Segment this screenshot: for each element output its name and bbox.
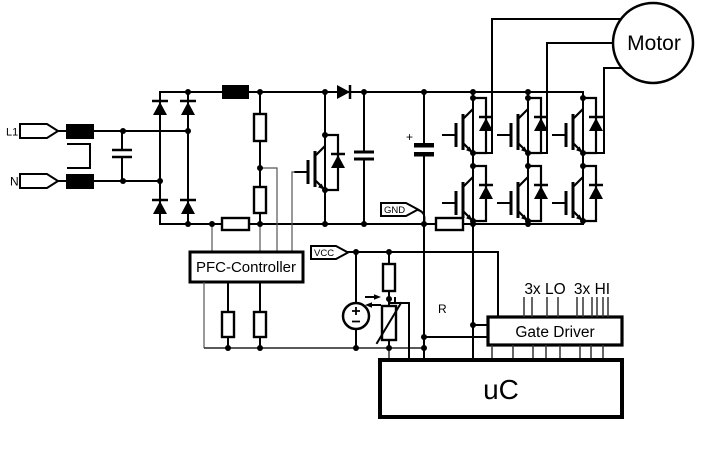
adjust-arrows-icon xyxy=(365,294,381,308)
pfc-boost-stage: + xyxy=(211,85,434,252)
bridge-rectifier xyxy=(150,91,198,225)
gate-driver-to-uc-pins xyxy=(491,345,604,360)
bridge-diode-icon xyxy=(150,99,170,117)
gate-driver: Gate Driver 3x LO 3x HI xyxy=(486,281,624,360)
r-label: R xyxy=(438,302,447,316)
pfc-controller-box xyxy=(188,250,305,284)
film-capacitor-icon xyxy=(354,91,374,225)
junction-dots xyxy=(120,89,531,351)
voltage-source-icon xyxy=(341,251,371,349)
gate-driver-box xyxy=(486,315,624,347)
divider-resistor-bottom-icon xyxy=(252,185,268,215)
uc-label: uC xyxy=(483,374,519,405)
pfc-controller-label: PFC-Controller xyxy=(196,259,296,276)
gnd-flag-icon xyxy=(380,202,421,217)
gnd-label: GND xyxy=(384,205,405,216)
lo-gates-label: 3x LO xyxy=(524,281,565,298)
l1-label: L1 xyxy=(6,127,18,139)
pfc-controller: PFC-Controller xyxy=(188,250,424,349)
igbt-low-3-icon xyxy=(551,161,605,226)
gate-driver-top-pins xyxy=(523,297,609,317)
n-label: N xyxy=(10,175,19,189)
motor: Motor xyxy=(611,1,695,85)
igbt-high-2-icon xyxy=(496,93,550,158)
electrolytic-plus-label: + xyxy=(406,130,413,144)
igbt-low-1-icon xyxy=(441,161,495,226)
pfc-resistor-left-icon xyxy=(220,310,236,339)
vcc-flag-icon xyxy=(310,245,351,260)
inverter-bridge xyxy=(434,91,605,232)
bridge-diode-icon xyxy=(178,198,198,216)
signal-distribution xyxy=(388,223,489,361)
motor-shunt-resistor-icon xyxy=(434,216,465,232)
emi-choke-top-icon xyxy=(66,124,94,139)
vcc-bias-network: VCC R xyxy=(310,245,499,361)
electrolytic-capacitor-icon: + xyxy=(406,91,434,225)
bridge-diode-icon xyxy=(150,198,170,216)
n-terminal-icon xyxy=(19,173,60,189)
bridge-diode-icon xyxy=(178,99,198,117)
boost-igbt-icon xyxy=(293,130,347,195)
uc-box xyxy=(378,358,624,419)
motor-circle-icon xyxy=(611,1,695,85)
choke-core-icon xyxy=(67,143,91,169)
boost-diode-icon xyxy=(337,85,352,99)
potentiometer-icon xyxy=(375,301,403,345)
microcontroller: uC xyxy=(378,358,624,419)
igbt-high-1-icon xyxy=(441,93,495,158)
gate-driver-label: Gate Driver xyxy=(515,324,594,341)
mains-input: L1 N xyxy=(6,123,189,189)
boost-inductor-icon xyxy=(222,85,249,99)
igbt-low-2-icon xyxy=(496,161,550,226)
hi-gates-label: 3x HI xyxy=(574,281,610,298)
igbt-high-3-icon xyxy=(551,93,605,158)
motor-phase-wires xyxy=(472,18,623,154)
pfc-shunt-resistor-icon xyxy=(220,216,251,232)
x-capacitor-icon xyxy=(112,130,132,182)
bias-resistor-icon xyxy=(381,262,397,293)
pfc-resistor-right-icon xyxy=(252,310,268,339)
vcc-label: VCC xyxy=(314,248,334,259)
ground-flag: GND xyxy=(380,202,426,226)
divider-resistor-top-icon xyxy=(252,112,268,143)
emi-choke-bottom-icon xyxy=(66,174,94,189)
motor-label: Motor xyxy=(627,32,681,55)
l1-terminal-icon xyxy=(19,123,60,139)
